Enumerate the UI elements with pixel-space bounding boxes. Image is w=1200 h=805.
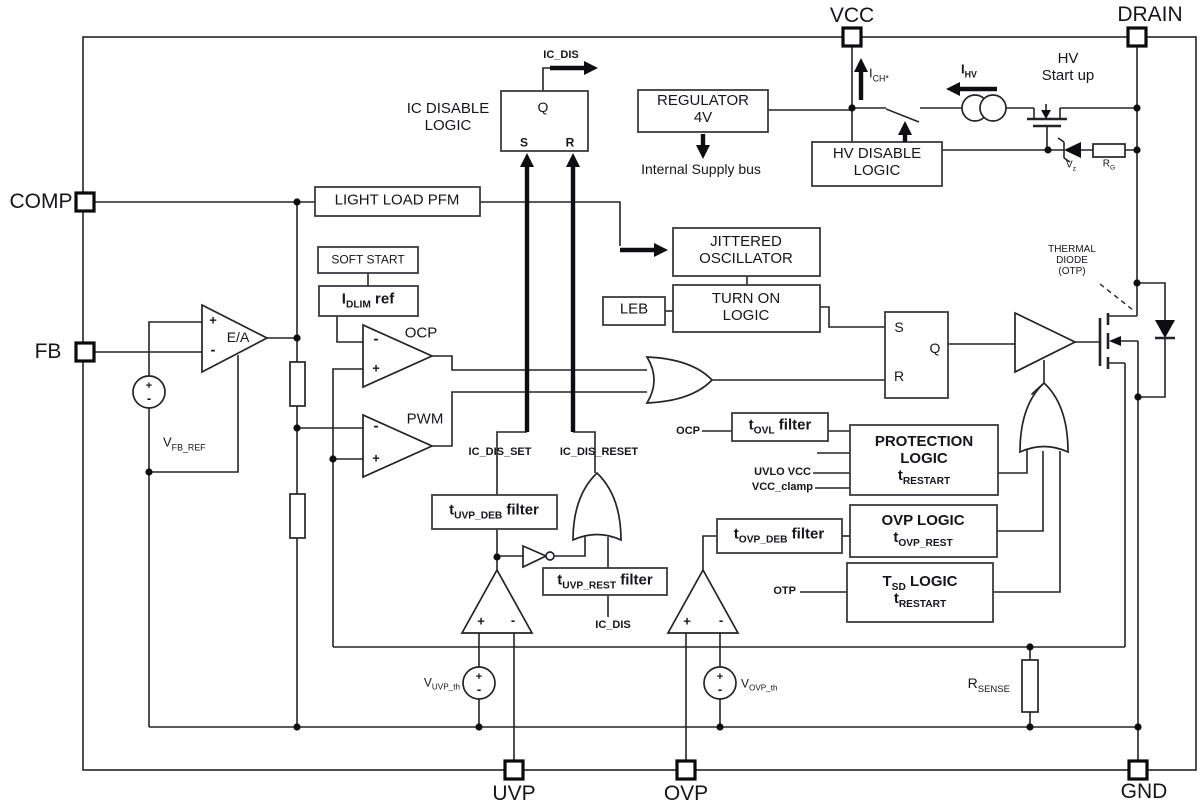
tsd-logic-box [846, 562, 994, 623]
ic-dis-arrow [584, 61, 598, 75]
divider-resistor-bottom [289, 493, 306, 539]
thermal-diode [1155, 320, 1175, 340]
junction-dots [145, 104, 1142, 731]
ic-outline [82, 36, 1197, 771]
supply-bus-arrow [696, 145, 710, 159]
drain-pin [1126, 26, 1148, 48]
hv-disable-logic-box [811, 141, 943, 187]
hv-disable-arrow [898, 121, 912, 135]
vcc-pin [841, 26, 863, 48]
jittered-oscillator-box [672, 227, 821, 277]
turn-on-logic-box [672, 284, 821, 333]
tuvp-deb-filter-box [431, 494, 558, 530]
ic-dis-reset-arrow [566, 153, 580, 167]
hv-startup-mosfet [1027, 104, 1067, 128]
uvp-comparator [460, 568, 534, 634]
tovl-filter-box [731, 412, 829, 442]
ich-arrow [854, 58, 868, 72]
comp-pin [74, 191, 96, 213]
error-amplifier [201, 303, 269, 374]
zener-diode-vz [1057, 137, 1081, 163]
uvp-pin [503, 759, 525, 781]
ihv-arrow [946, 82, 960, 96]
ic-dis-reset-or-gate [572, 471, 622, 542]
vfb-ref-source [132, 375, 166, 409]
hv-current-source [961, 94, 1007, 122]
gate-driver-buffer [1014, 311, 1077, 374]
sr-latch-box [884, 311, 949, 399]
ovp-logic-box [849, 504, 998, 558]
rg-resistor [1092, 143, 1126, 158]
rsense-resistor [1021, 659, 1039, 713]
ocp-comparator [362, 323, 435, 389]
wire-net [94, 46, 1166, 761]
fb-pin [74, 341, 96, 363]
gnd-pin [1127, 759, 1149, 781]
vovp-th-source [703, 666, 737, 700]
protection-logic-box [849, 424, 999, 496]
inverter-gate [522, 544, 555, 569]
pwm-comparator [362, 413, 435, 479]
package-pins [74, 26, 1149, 781]
tovp-deb-filter-box [716, 518, 843, 554]
leb-box [602, 296, 666, 326]
power-mosfet [1098, 313, 1121, 369]
divider-resistor-top [289, 361, 306, 407]
oscillator-input-arrow [654, 243, 668, 257]
ic-dis-set-arrow [520, 153, 534, 167]
signal-arrows [520, 58, 997, 432]
light-load-pfm-box [314, 186, 481, 217]
ocp-pwm-or-gate [645, 356, 714, 404]
thermal-diode-pointer [1099, 283, 1134, 311]
ovp-pin [675, 759, 697, 781]
logic-blocks [314, 89, 999, 623]
tuvp-rest-filter-box [542, 567, 668, 596]
soft-start-box [317, 246, 419, 274]
ic-disable-latch-box [500, 90, 589, 152]
idlim-ref-box [318, 285, 419, 317]
protection-or-gate [1019, 381, 1069, 454]
ovp-comparator [666, 568, 740, 634]
vuvp-th-source [462, 666, 496, 700]
mosfet-body-arrow [1109, 336, 1121, 346]
regulator-box [637, 89, 769, 133]
